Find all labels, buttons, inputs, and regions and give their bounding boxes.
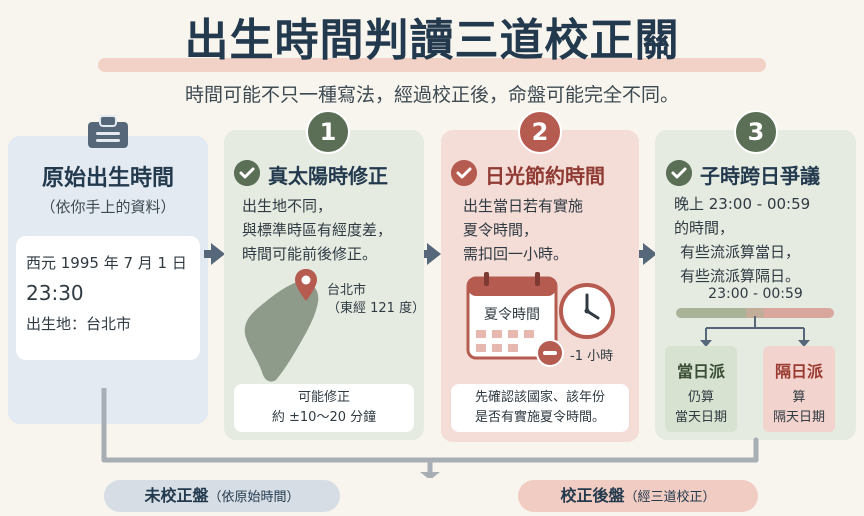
step2-description: 出生當日若有實施 夏令時間， 需扣回一小時。 [463,194,583,266]
birth-time: 23:30 [26,281,84,305]
check-icon [666,160,692,186]
arrow-right-icon [211,243,225,265]
step3-desc-line: 的時間， [674,219,735,237]
arrow-right-icon [427,243,441,265]
step2-note-line: 先確認該國家、該年份 [474,390,605,405]
branch-connector [700,316,810,347]
step1-desc-line: 與標準時區有經度差， [242,221,393,239]
minus-icon [536,339,564,367]
same-day-line: 當天日期 [674,410,727,425]
step1-number-badge: 1 [306,110,350,154]
next-day-line: 隔天日期 [772,410,825,425]
step3-number-badge: 3 [734,110,778,154]
step1-desc-line: 時間可能前後修正。 [242,245,378,263]
same-day-school-title: 當日派 [676,362,725,381]
taiwan-map-icon [244,280,319,382]
step2-title: 日光節約時間 [485,164,605,188]
step2-desc-line: 夏令時間， [463,221,539,239]
corrected-chart-note: （經三道校正） [624,490,716,505]
clipboard-icon [88,115,128,148]
step3-description: 晚上 23:00 - 00:59 的時間， 有些流派算當日， 有些流派算隔日。 [674,192,810,288]
step3-desc-line: 有些流派算隔日。 [680,267,801,285]
birth-place: 出生地：台北市 [26,315,132,333]
original-time-title: 原始出生時間 [41,166,174,191]
check-icon [451,160,477,186]
uncorrected-chart-note: （依原始時間） [208,490,300,505]
calendar-label: 夏令時間 [484,307,540,323]
original-time-subtitle: （依你手上的資料） [40,198,176,216]
step1-note: 可能修正 約 ±10～20 分鐘 [234,384,414,432]
pin-city: 台北市 [327,283,367,298]
step1-desc-line: 出生地不同， [242,197,333,215]
step1-description: 出生地不同， 與標準時區有經度差， 時間可能前後修正。 [242,194,392,266]
minus-one-hour-label: -1 小時 [570,349,614,364]
uncorrected-chart-pill: 未校正盤（依原始時間） [104,480,340,512]
step1-title: 真太陽時修正 [268,164,388,188]
step3-desc-line: 有些流派算當日， [680,243,801,261]
step2-desc-line: 出生當日若有實施 [463,197,584,215]
step2-desc-line: 需扣回一小時。 [463,245,569,263]
corrected-chart-pill: 校正後盤（經三道校正） [518,480,758,512]
arrow-right-icon [643,243,657,265]
step1-note-line: 約 ±10～20 分鐘 [271,410,377,425]
arrow-stem-3 [636,250,644,258]
next-day-school-title: 隔日派 [774,362,823,381]
next-day-line: 算 [792,390,806,405]
clock-icon [559,283,615,339]
location-pin-icon [295,269,317,301]
corrected-chart-label: 校正後盤 [560,486,625,505]
time-range-label: 23:00 - 00:59 [708,286,803,302]
pin-longitude: （東經 121 度） [327,301,426,316]
page-subtitle: 時間可能不只一種寫法，經過校正後，命盤可能完全不同。 [184,84,679,106]
step2-number-badge: 2 [518,110,562,154]
step2-note: 先確認該國家、該年份 是否有實施夏令時間。 [451,384,629,432]
title-highlight [98,58,766,72]
uncorrected-chart-label: 未校正盤 [144,486,209,505]
calendar-icon [466,272,558,360]
step3-title: 子時跨日爭議 [700,164,820,188]
original-time-box: 西元 1995 年 7 月 1 日 23:30 出生地：台北市 [16,236,200,360]
page-title: 出生時間判讀三道校正關 [184,15,680,66]
merge-flow-connector [101,388,759,478]
check-icon [234,160,260,186]
arrow-stem-1 [204,250,212,258]
step1-note-line: 可能修正 [297,390,350,405]
step2-note-line: 是否有實施夏令時間。 [474,410,605,425]
same-day-school-box: 當日派 仍算 當天日期 [665,346,737,432]
arrow-stem-2 [420,250,428,258]
next-day-school-box: 隔日派 算 隔天日期 [763,346,835,432]
step3-desc-line: 晚上 23:00 - 00:59 [674,195,811,213]
birth-date: 西元 1995 年 7 月 1 日 [26,254,187,272]
time-range-bar [676,308,834,318]
pin-label: 台北市 （東經 121 度） [327,282,425,318]
same-day-line: 仍算 [687,390,714,405]
